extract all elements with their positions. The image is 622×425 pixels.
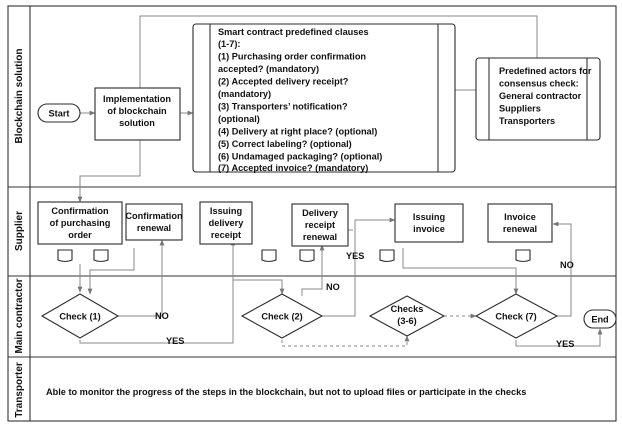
lane-label-transporter: Transporter (14, 362, 25, 418)
swimlane-frame (7, 5, 617, 422)
start-label: Start (49, 109, 70, 119)
task-label: Invoice (504, 212, 536, 222)
check-1-label: Check (1) (59, 312, 100, 322)
transporter-note: Able to monitor the progress of the step… (46, 387, 526, 397)
end-node (583, 309, 617, 329)
document-icon (515, 249, 531, 263)
task-label: receipt (211, 230, 241, 240)
actors-line: consensus check: (499, 79, 579, 89)
connectors (77, 15, 603, 347)
lane-label-supplier: Supplier (14, 211, 25, 251)
clause-line: (6) Undamaged packaging? (optional) (218, 152, 382, 162)
clause-line: (4) Delivery at right place? (optional) (218, 127, 377, 137)
task-label: Issuing (210, 206, 242, 216)
actors-line: Transporters (499, 116, 555, 126)
check-2-label: Check (2) (261, 312, 302, 322)
implementation-box (94, 87, 181, 141)
check-1-diamond (40, 293, 120, 339)
no-label-check2: NO (326, 282, 340, 292)
document-icons (57, 249, 531, 263)
delivery-receipt-renewal-box (291, 203, 349, 247)
implementation-label-3: solution (119, 118, 155, 128)
clause-line: (optional) (218, 114, 260, 124)
clause-line: Smart contract predefined clauses (218, 27, 369, 37)
implementation-label-1: Implementation (103, 94, 171, 104)
task-label: of purchasing (50, 218, 111, 228)
check-7-label: Check (7) (495, 312, 536, 322)
clause-line: (1) Purchasing order confirmation (218, 52, 366, 62)
check-2-diamond (240, 293, 324, 339)
task-label: renewal (303, 232, 337, 242)
clause-line: accepted? (mandatory) (218, 64, 319, 74)
task-label: receipt (305, 220, 335, 230)
start-node (37, 103, 81, 123)
task-label: renewal (503, 224, 537, 234)
smart-contract-clauses-box (192, 23, 456, 173)
checks-3-6-label: (3-6) (397, 316, 416, 326)
task-label: invoice (413, 224, 445, 234)
no-label-check1: NO (155, 311, 169, 321)
clause-line: (5) Correct labeling? (optional) (218, 139, 352, 149)
predefined-actors-box (475, 57, 601, 141)
task-label: delivery (209, 218, 245, 228)
document-icon (379, 249, 395, 263)
checks-3-6-diamond (368, 295, 446, 337)
document-icon (299, 249, 315, 263)
clause-line: (1-7): (218, 39, 240, 49)
task-label: order (68, 230, 92, 240)
issuing-delivery-receipt-box (199, 201, 253, 245)
end-label: End (591, 315, 608, 325)
task-label: renewal (137, 223, 171, 233)
yes-label-check7: YES (556, 339, 574, 349)
lane-label-blockchain: Blockchain solution (14, 48, 25, 143)
lane-label-main-contractor: Main contractor (14, 278, 25, 353)
clause-line: (2) Accepted delivery receipt? (218, 77, 349, 87)
task-label: Delivery (302, 208, 339, 218)
document-icon (93, 249, 109, 263)
clause-line: (3) Transporters’ notification? (218, 102, 348, 112)
confirmation-purchasing-order-box (37, 201, 123, 245)
clause-lines: Smart contract predefined clauses (1-7):… (218, 27, 382, 173)
check-7-diamond (474, 293, 559, 339)
clause-line: (mandatory) (218, 89, 271, 99)
actors-line: Suppliers (499, 104, 541, 114)
actors-line: Predefined actors for (499, 66, 592, 76)
task-label: Confirmation (125, 211, 183, 221)
issuing-invoice-box (394, 203, 464, 243)
task-label: Issuing (413, 212, 445, 222)
actors-line: General contractor (499, 91, 582, 101)
checks-3-6-label: Checks (391, 304, 424, 314)
implementation-label-2: of blockchain (107, 106, 167, 116)
task-label: Confirmation (51, 206, 109, 216)
confirmation-renewal-box (125, 203, 183, 241)
invoice-renewal-box (487, 203, 553, 243)
document-icon (57, 249, 73, 263)
clause-line: (7) Accepted invoice? (mandatory) (218, 163, 368, 173)
document-icon (261, 249, 277, 263)
yes-label-check2: YES (346, 251, 364, 261)
no-label-check7: NO (560, 260, 574, 270)
yes-label-check1: YES (166, 336, 184, 346)
